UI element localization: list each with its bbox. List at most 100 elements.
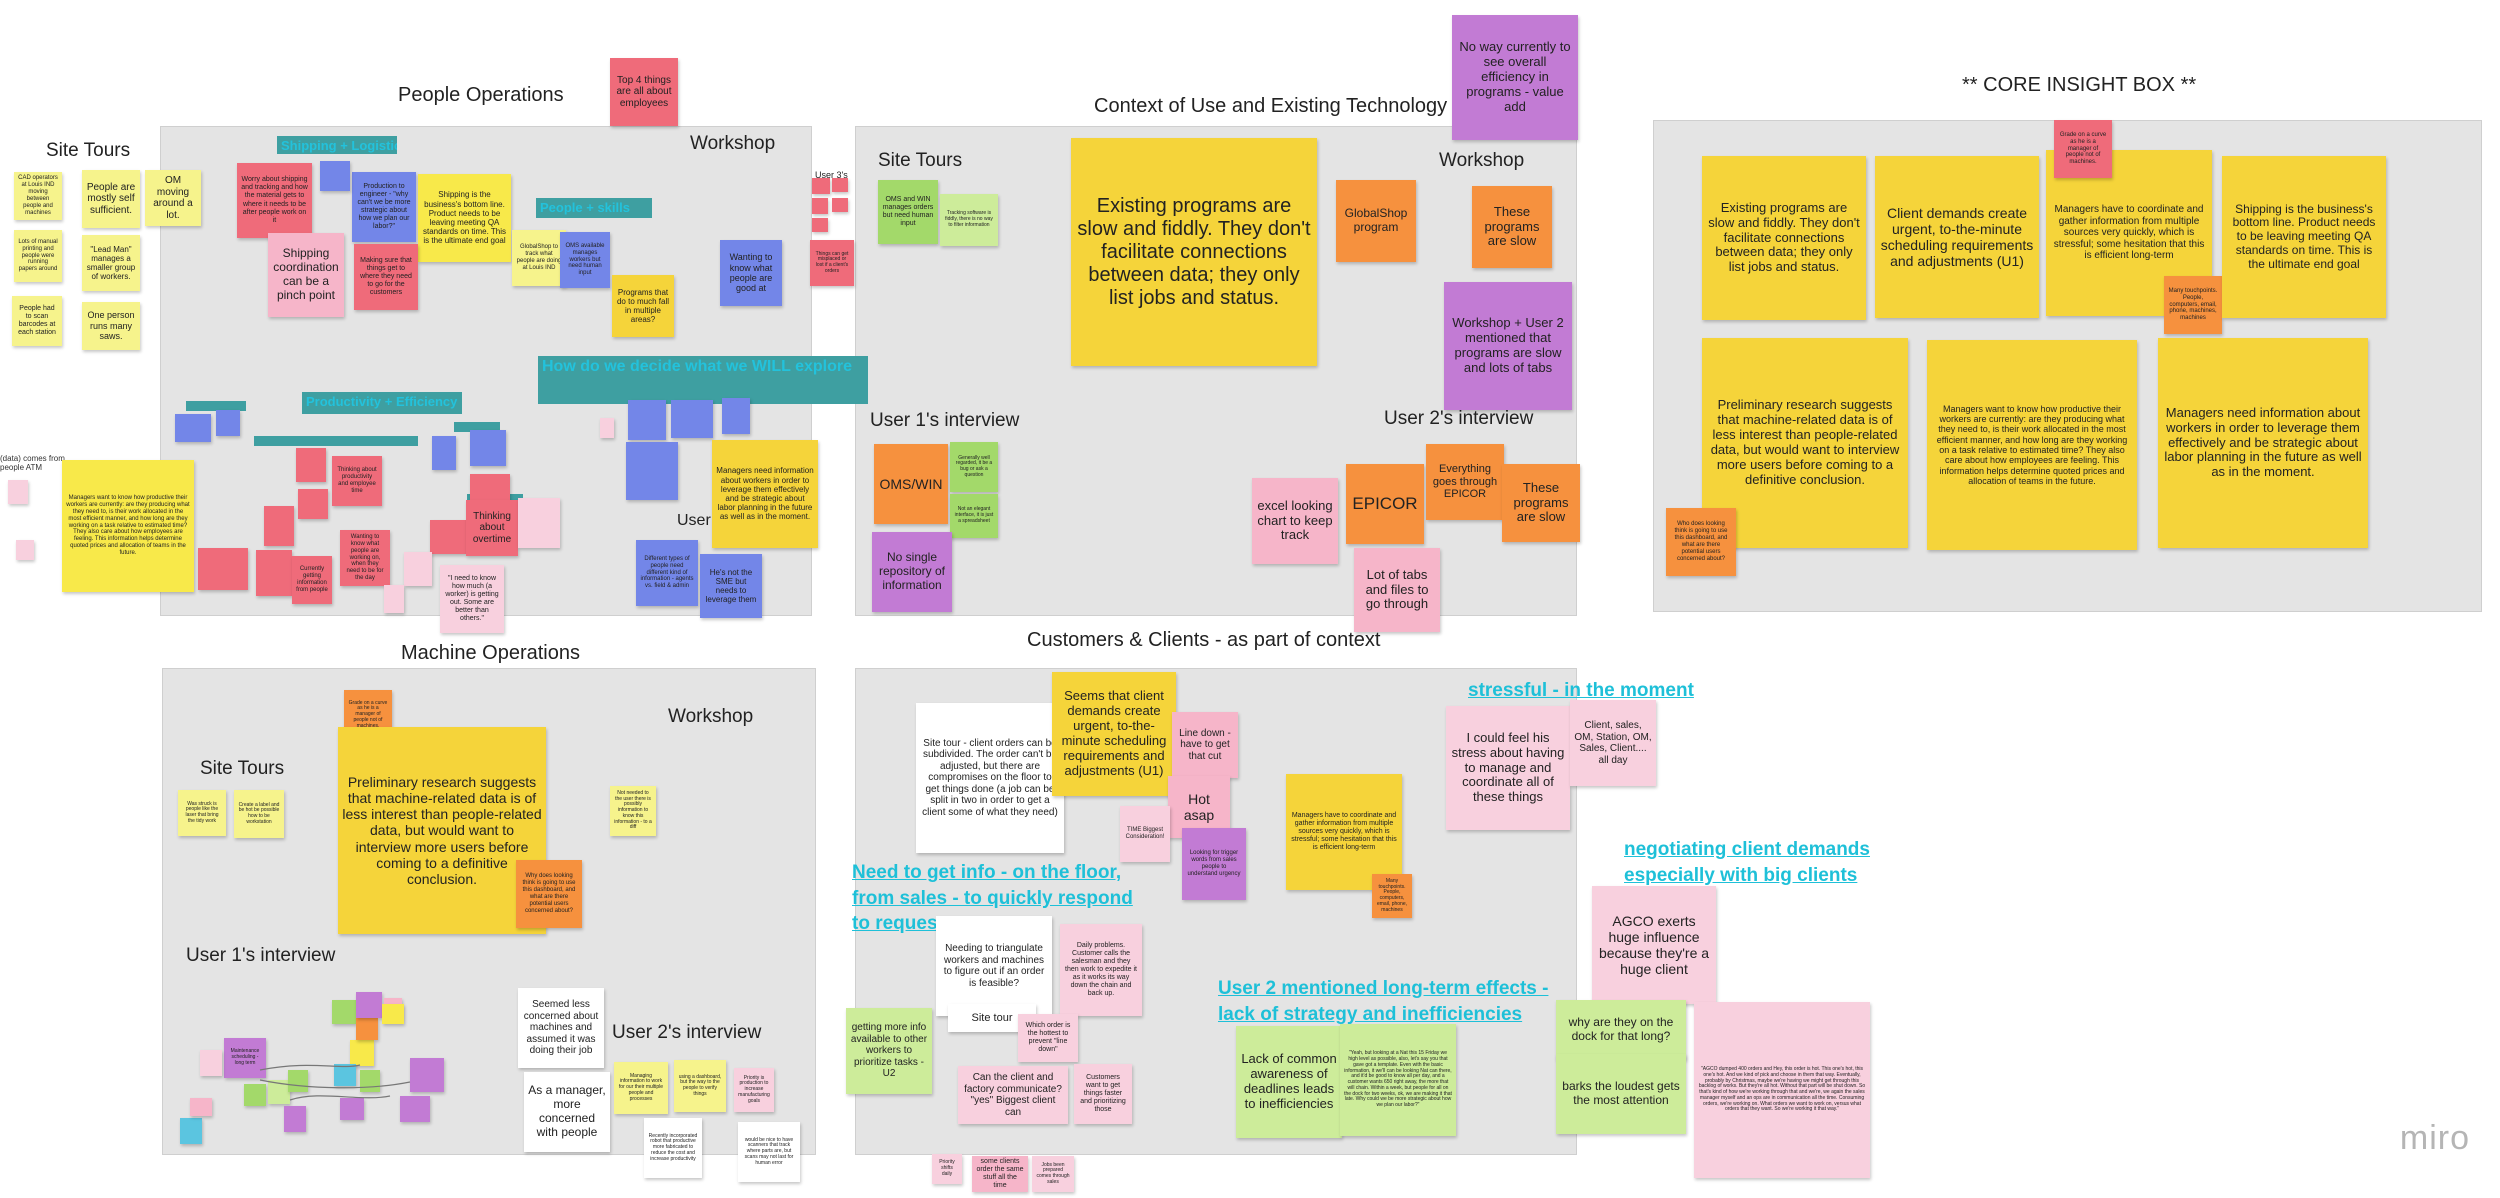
sticky-was-struck[interactable]: Was struck is people like the laser that… bbox=[178, 790, 226, 836]
sticky-blue-small-f[interactable] bbox=[628, 400, 666, 440]
sticky-no-repo[interactable]: No single repository of information bbox=[872, 532, 952, 612]
sticky-managers-coordinate-cust[interactable]: Managers have to coordinate and gather i… bbox=[1286, 774, 1402, 890]
sticky-can-client[interactable]: Can the client and factory communicate? … bbox=[958, 1066, 1068, 1124]
sticky-agco-quote[interactable]: "AGCO dumped 400 orders and Hey, this or… bbox=[1694, 1002, 1870, 1178]
sticky-programs-slow-user2[interactable]: These programs are slow bbox=[1502, 464, 1580, 542]
sticky-user3-a[interactable] bbox=[812, 178, 830, 194]
sticky-shipping-bottom-line[interactable]: Shipping is the business's bottom line. … bbox=[418, 174, 511, 262]
sticky-mini-purple-d[interactable] bbox=[400, 1096, 430, 1122]
sticky-lots-tabs[interactable]: Lot of tabs and files to go through bbox=[1354, 548, 1440, 632]
sticky-mini-purple-c[interactable] bbox=[410, 1058, 444, 1092]
sticky-which-order[interactable]: Which order is the hottest to prevent "l… bbox=[1018, 1014, 1078, 1062]
sticky-self-sufficient[interactable]: People are mostly self sufficient. bbox=[82, 170, 140, 228]
sticky-hes-not[interactable]: He's not the SME but needs to leverage t… bbox=[700, 554, 762, 618]
sticky-oms-win-big[interactable]: OMS/WIN bbox=[874, 444, 948, 524]
sticky-barks-loudest[interactable]: barks the loudest gets the most attentio… bbox=[1556, 1054, 1686, 1134]
sticky-user3-c[interactable] bbox=[812, 198, 828, 214]
sticky-seems-client[interactable]: Seems that client demands create urgent,… bbox=[1052, 672, 1176, 796]
sticky-epicor[interactable]: EPICOR bbox=[1346, 464, 1424, 544]
sticky-mini-green-a[interactable] bbox=[244, 1084, 266, 1106]
sticky-blue-small-c[interactable] bbox=[216, 410, 240, 436]
sticky-programs-slow-workshop[interactable]: These programs are slow bbox=[1472, 186, 1552, 268]
sticky-currently-info[interactable]: Currently getting information from peopl… bbox=[292, 556, 332, 604]
sticky-maintenance[interactable]: Maintenance scheduling - long term bbox=[224, 1038, 266, 1078]
sticky-one-person[interactable]: One person runs many saws. bbox=[82, 302, 140, 350]
sticky-things-can[interactable]: Things can get misplaced or lost if a cl… bbox=[810, 240, 854, 286]
sticky-as-manager[interactable]: As a manager, more concerned with people bbox=[524, 1072, 610, 1152]
sticky-hot-asap[interactable]: Hot asap bbox=[1168, 776, 1230, 838]
sticky-could-feel[interactable]: I could feel his stress about having to … bbox=[1446, 706, 1570, 830]
sticky-managers-want-people[interactable]: Managers want to know how productive the… bbox=[62, 460, 194, 592]
sticky-tracking-software[interactable]: Tracking software is fiddly, there is no… bbox=[940, 194, 998, 246]
sticky-cad-operators[interactable]: CAD operators at Louis IND moving betwee… bbox=[14, 172, 62, 220]
sticky-would-be-nice[interactable]: would be nice to have scanners that trac… bbox=[738, 1122, 800, 1182]
sticky-everything-epicor[interactable]: Everything goes through EPICOR bbox=[1426, 444, 1504, 520]
sticky-blue-small-e[interactable] bbox=[470, 430, 506, 466]
sticky-workshop-user2[interactable]: Workshop + User 2 mentioned that program… bbox=[1444, 282, 1572, 410]
sticky-some-clients[interactable]: some clients order the same stuff all th… bbox=[972, 1156, 1028, 1192]
sticky-thinking-overtime[interactable]: Thinking about overtime bbox=[466, 500, 518, 556]
sticky-seemed-less[interactable]: Seemed less concerned about machines and… bbox=[518, 988, 604, 1068]
highlight-negotiating[interactable]: negotiating client demands especially wi… bbox=[1624, 839, 1870, 886]
core-managers-want[interactable]: Managers want to know how productive the… bbox=[1927, 340, 2137, 550]
highlight-user2[interactable]: User 2 mentioned long-term effects - lac… bbox=[1218, 978, 1549, 1025]
sticky-red-small-c[interactable] bbox=[264, 506, 294, 546]
highlight-need-info[interactable]: Need to get info - on the floor, from sa… bbox=[852, 862, 1133, 935]
sticky-manual-printing[interactable]: Lots of manual printing and people were … bbox=[14, 230, 62, 282]
sticky-red-small-d[interactable] bbox=[256, 550, 292, 596]
sticky-blue-tall[interactable] bbox=[626, 442, 678, 500]
sticky-worry-shipping[interactable]: Worry about shipping and tracking and ho… bbox=[237, 163, 312, 238]
sticky-existing-programs-big[interactable]: Existing programs are slow and fiddly. T… bbox=[1071, 138, 1317, 366]
sticky-globalshop-track[interactable]: GlobalShop to track what people are doin… bbox=[512, 230, 566, 286]
sticky-mini-pink-b[interactable] bbox=[190, 1098, 212, 1116]
sticky-shipping-coord[interactable]: Shipping coordination can be a pinch poi… bbox=[268, 233, 344, 317]
sticky-looking-trigger[interactable]: Looking for trigger words from sales peo… bbox=[1182, 828, 1246, 900]
sticky-top4[interactable]: Top 4 things are all about employees bbox=[610, 58, 678, 126]
sticky-small-pink-a[interactable] bbox=[8, 480, 28, 504]
tag-how-decide[interactable]: How do we decide what we WILL explore bbox=[538, 356, 868, 404]
sticky-mini-green-c[interactable] bbox=[332, 1000, 356, 1024]
sticky-mini-purple-a[interactable] bbox=[284, 1106, 306, 1132]
sticky-using-dashboard[interactable]: using a dashboard, but the way to the pe… bbox=[674, 1060, 726, 1112]
sticky-blue-small-a[interactable] bbox=[320, 161, 350, 191]
sticky-oms-available[interactable]: OMS available manages workers but need h… bbox=[560, 232, 610, 288]
core-managers-need[interactable]: Managers need information about workers … bbox=[2158, 338, 2368, 548]
sticky-small-pink-bottom[interactable]: Priority shifts daily bbox=[932, 1154, 962, 1184]
sticky-thinking-productivity[interactable]: Thinking about productivity and employee… bbox=[332, 456, 382, 506]
sticky-jobs-been[interactable]: Jobs been prepared comes through sales bbox=[1032, 1156, 1074, 1192]
sticky-pink-small-c[interactable] bbox=[384, 585, 404, 613]
sticky-mini-purple-e[interactable] bbox=[340, 1098, 364, 1120]
sticky-red-small-e[interactable] bbox=[198, 548, 248, 590]
sticky-mini-green-b[interactable] bbox=[268, 1080, 290, 1104]
core-existing-programs[interactable]: Existing programs are slow and fiddly. T… bbox=[1702, 156, 1866, 320]
sticky-no-way[interactable]: No way currently to see overall efficien… bbox=[1452, 15, 1578, 140]
tag-teal-c[interactable] bbox=[454, 422, 500, 432]
sticky-why-dock[interactable]: why are they on the dock for that long? bbox=[1556, 1000, 1686, 1060]
sticky-blue-small-h[interactable] bbox=[722, 398, 750, 434]
sticky-software-types[interactable]: Different types of people need different… bbox=[636, 540, 698, 606]
sticky-time-biggest[interactable]: TIME Biggest Consideration! bbox=[1120, 806, 1170, 862]
sticky-mini-cyan-a[interactable] bbox=[180, 1118, 202, 1144]
sticky-mini-yellow-b[interactable] bbox=[382, 1004, 404, 1024]
sticky-daily-problems[interactable]: Daily problems. Customer calls the sales… bbox=[1060, 924, 1142, 1016]
sticky-who-looking-machine[interactable]: Why does looking think is going to use t… bbox=[516, 860, 582, 928]
tag-teal-a[interactable] bbox=[186, 401, 246, 411]
highlight-stressful[interactable]: stressful - in the moment bbox=[1468, 680, 1694, 701]
sticky-managers-need-people[interactable]: Managers need information about workers … bbox=[712, 440, 818, 548]
sticky-lack-common[interactable]: Lack of common awareness of deadlines le… bbox=[1236, 1026, 1342, 1138]
sticky-mini-pink-a[interactable] bbox=[200, 1050, 222, 1076]
sticky-too-much[interactable]: Programs that do to much fall in multipl… bbox=[612, 275, 674, 337]
sticky-oms-win[interactable]: OMS and WIN manages orders but need huma… bbox=[878, 180, 938, 244]
core-client-demands[interactable]: Client demands create urgent, to-the-min… bbox=[1875, 156, 2039, 318]
sticky-how-much-worked[interactable]: "I need to know how much (a worker) is g… bbox=[440, 565, 504, 633]
sticky-barcodes[interactable]: People had to scan barcodes at each stat… bbox=[12, 296, 62, 346]
sticky-yeah-quote[interactable]: "Yeah, but looking at a Nat this 15 Frid… bbox=[1340, 1024, 1456, 1136]
sticky-small-pink-b[interactable] bbox=[16, 540, 34, 560]
sticky-not-elegant[interactable]: Not an elegant interface, it is just a s… bbox=[950, 494, 998, 538]
sticky-agco[interactable]: AGCO exerts huge influence because they'… bbox=[1592, 886, 1716, 1004]
sticky-not-needed[interactable]: Not needed to the user there is possibly… bbox=[610, 786, 656, 836]
sticky-user3-d[interactable] bbox=[832, 198, 848, 212]
core-preliminary[interactable]: Preliminary research suggests that machi… bbox=[1702, 338, 1908, 548]
tag-productivity[interactable]: Productivity + Efficiency bbox=[302, 392, 462, 414]
sticky-red-small-f[interactable] bbox=[430, 520, 466, 554]
